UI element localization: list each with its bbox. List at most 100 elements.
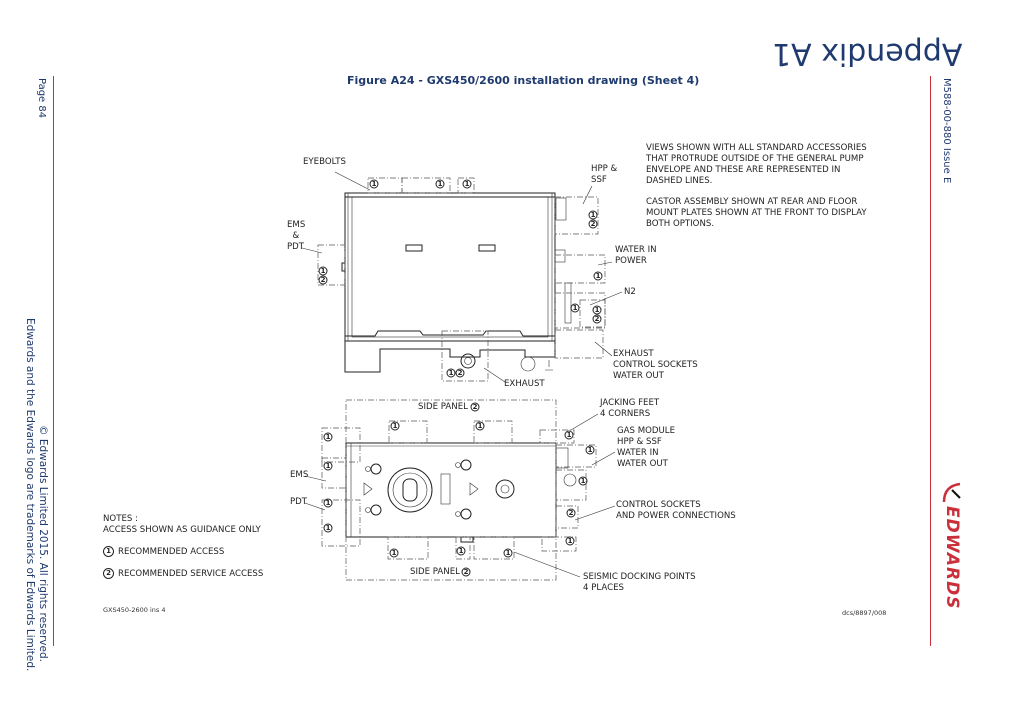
label-exhaust: EXHAUST bbox=[504, 379, 545, 389]
svg-text:1: 1 bbox=[449, 369, 454, 377]
exhaust-port bbox=[460, 353, 476, 369]
access-marker-1: 1 bbox=[323, 498, 333, 508]
svg-text:1: 1 bbox=[573, 304, 578, 312]
label-side-panel-bottom: SIDE PANEL bbox=[410, 567, 460, 577]
access-marker-1: 1 bbox=[475, 421, 485, 431]
plan-view: 1 1 1 1 1 1 1 1 2 1 1 1 1 1 2 2 bbox=[304, 399, 616, 581]
access-marker-1: 1 bbox=[318, 266, 328, 276]
svg-text:1: 1 bbox=[326, 499, 331, 507]
access-marker-1: 1 bbox=[585, 445, 595, 455]
handle bbox=[405, 244, 423, 252]
label-ems: EMS bbox=[290, 470, 309, 480]
label-n2: N2 bbox=[624, 287, 636, 297]
access-marker-2: 2 bbox=[461, 567, 471, 577]
access-marker-1: 1 bbox=[390, 421, 400, 431]
label-seismic: SEISMIC DOCKING POINTS 4 PLACES bbox=[583, 572, 696, 593]
svg-text:1: 1 bbox=[581, 477, 586, 485]
svg-text:1: 1 bbox=[596, 272, 601, 280]
svg-text:1: 1 bbox=[393, 422, 398, 430]
access-marker-1: 1 bbox=[588, 210, 598, 220]
top-view: 1 1 1 1 2 1 2 1 1 1 2 1 2 bbox=[301, 171, 623, 383]
access-marker-1: 1 bbox=[570, 303, 580, 313]
info-line-2: THAT PROTRUDE OUTSIDE OF THE GENERAL PUM… bbox=[646, 154, 864, 164]
access-marker-1: 1 bbox=[593, 271, 603, 281]
drawing-id: GXS450-2600 ins 4 bbox=[103, 606, 166, 614]
access-marker-1: 1 bbox=[503, 548, 513, 558]
svg-text:1: 1 bbox=[595, 306, 600, 314]
notes-line: ACCESS SHOWN AS GUIDANCE ONLY bbox=[103, 525, 261, 535]
right-margin-rule bbox=[930, 76, 931, 646]
handle bbox=[478, 244, 496, 252]
access-marker-2: 2 bbox=[455, 368, 465, 378]
label-hpp-ssf: HPP & SSF bbox=[591, 164, 618, 185]
access-1-icon: 1 bbox=[103, 546, 114, 557]
svg-text:2: 2 bbox=[458, 369, 463, 377]
access-marker-1: 1 bbox=[323, 523, 333, 533]
svg-text:1: 1 bbox=[588, 446, 593, 454]
info-line-7: BOTH OPTIONS. bbox=[646, 219, 715, 229]
svg-text:1: 1 bbox=[568, 537, 573, 545]
svg-text:1: 1 bbox=[465, 180, 470, 188]
access-marker-1: 1 bbox=[565, 536, 575, 546]
access-marker-2: 2 bbox=[592, 314, 602, 324]
pump-plan-outline bbox=[345, 442, 557, 538]
svg-text:1: 1 bbox=[591, 211, 596, 219]
svg-text:1: 1 bbox=[372, 180, 377, 188]
label-ems-pdt: EMS & PDT bbox=[287, 220, 306, 252]
access-marker-2: 2 bbox=[318, 275, 328, 285]
access-marker-1: 1 bbox=[446, 368, 456, 378]
castor bbox=[520, 356, 536, 372]
svg-text:1: 1 bbox=[506, 549, 511, 557]
info-line-4: DASHED LINES. bbox=[646, 176, 713, 186]
access-marker-1: 1 bbox=[592, 305, 602, 315]
svg-text:1: 1 bbox=[326, 462, 331, 470]
svg-text:1: 1 bbox=[478, 422, 483, 430]
svg-text:1: 1 bbox=[459, 547, 464, 555]
label-water-in-power: WATER IN POWER bbox=[615, 245, 657, 266]
access-2-icon: 2 bbox=[103, 568, 114, 579]
info-line-5: CASTOR ASSEMBLY SHOWN AT REAR AND FLOOR bbox=[646, 197, 858, 207]
svg-text:1: 1 bbox=[438, 180, 443, 188]
inlet-flange bbox=[387, 467, 433, 513]
svg-text:2: 2 bbox=[591, 220, 596, 228]
info-line-1: VIEWS SHOWN WITH ALL STANDARD ACCESSORIE… bbox=[646, 143, 867, 153]
access-marker-2: 2 bbox=[588, 219, 598, 229]
access-marker-2: 2 bbox=[566, 508, 576, 518]
label-gas-module: GAS MODULE HPP & SSF WATER IN WATER OUT bbox=[617, 426, 676, 469]
svg-text:1: 1 bbox=[321, 267, 326, 275]
svg-text:2: 2 bbox=[569, 509, 574, 517]
pump-body-outline bbox=[344, 192, 556, 342]
label-eyebolts: EYEBOLTS bbox=[303, 157, 346, 167]
access-marker-2: 2 bbox=[470, 402, 480, 412]
access-marker-1: 1 bbox=[456, 546, 466, 556]
fan bbox=[495, 479, 515, 499]
info-line-6: MOUNT PLATES SHOWN AT THE FRONT TO DISPL… bbox=[646, 208, 867, 218]
access-marker-1: 1 bbox=[389, 548, 399, 558]
access-marker-1: 1 bbox=[435, 179, 445, 189]
label-jacking-feet: JACKING FEET 4 CORNERS bbox=[600, 398, 660, 419]
label-pdt: PDT bbox=[290, 497, 308, 507]
figure-title: Figure A24 - GXS450/2600 installation dr… bbox=[347, 74, 700, 87]
svg-text:1: 1 bbox=[567, 431, 572, 439]
access-marker-1: 1 bbox=[323, 432, 333, 442]
svg-text:2: 2 bbox=[473, 403, 478, 411]
info-line-3: ENVELOPE AND THESE ARE REPRESENTED IN bbox=[646, 165, 841, 175]
svg-text:2: 2 bbox=[464, 568, 469, 576]
svg-text:2: 2 bbox=[321, 276, 326, 284]
access-marker-1: 1 bbox=[369, 179, 379, 189]
label-control-sockets: CONTROL SOCKETS AND POWER CONNECTIONS bbox=[616, 500, 736, 521]
dcs-reference: dcs/8897/008 bbox=[842, 609, 887, 617]
access-marker-1: 1 bbox=[564, 430, 574, 440]
access-marker-1: 1 bbox=[578, 476, 588, 486]
access-marker-1: 1 bbox=[462, 179, 472, 189]
edwards-logo: EDWARDS bbox=[934, 480, 964, 650]
left-margin-rule bbox=[53, 76, 54, 646]
label-side-panel-top: SIDE PANEL bbox=[418, 402, 468, 412]
label-exhaust-group: EXHAUST CONTROL SOCKETS WATER OUT bbox=[613, 349, 698, 381]
svg-text:2: 2 bbox=[595, 315, 600, 323]
svg-text:1: 1 bbox=[326, 433, 331, 441]
notes-heading: NOTES : bbox=[103, 514, 138, 524]
